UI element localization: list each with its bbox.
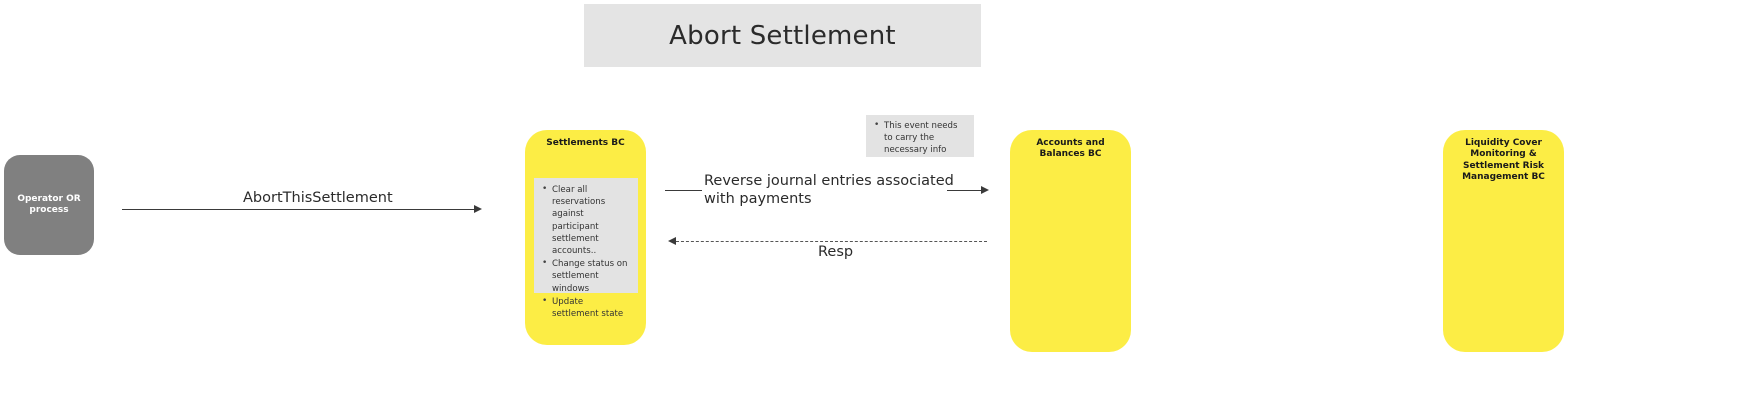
- list-item: Change status on settlement windows: [542, 257, 630, 295]
- actor-operator-or-process[interactable]: Operator OR process: [4, 155, 94, 255]
- list-item: Update settlement state: [542, 295, 630, 320]
- message-line-resp: [676, 241, 987, 242]
- lifeline-accounts-and-balances-bc[interactable]: Accounts and Balances BC: [1010, 130, 1131, 352]
- lifeline-liquidity-cover-monitoring-bc[interactable]: Liquidity Cover Monitoring & Settlement …: [1443, 130, 1564, 352]
- arrow-left-icon: [668, 237, 676, 245]
- arrow-right-icon: [981, 186, 989, 194]
- note-bullet-list: Clear all reservations against participa…: [538, 183, 630, 320]
- message-line-reverse-journal-left: [665, 190, 702, 191]
- list-item: Clear all reservations against participa…: [542, 183, 630, 257]
- note-bullet-list: This event needs to carry the necessary …: [870, 119, 968, 157]
- page-title: Abort Settlement: [669, 20, 896, 51]
- diagram-title-banner: Abort Settlement: [584, 4, 981, 67]
- note-settlements-actions: Clear all reservations against participa…: [534, 178, 638, 319]
- message-label-resp: Resp: [818, 244, 854, 260]
- message-label-abort-this-settlement: AbortThisSettlement: [243, 190, 393, 206]
- message-label-reverse-journal-entries: Reverse journal entries associated with …: [704, 173, 954, 208]
- list-item: This event needs to carry the necessary …: [874, 119, 968, 157]
- message-line-abort-this-settlement: [122, 209, 478, 210]
- note-event-info: This event needs to carry the necessary …: [866, 115, 974, 157]
- actor-label: Operator OR process: [17, 194, 81, 215]
- message-line-reverse-journal-right: [947, 190, 982, 191]
- lifeline-title-settlements: Settlements BC: [546, 138, 625, 148]
- lifeline-title-liquidity: Liquidity Cover Monitoring & Settlement …: [1462, 138, 1545, 182]
- arrow-right-icon: [474, 205, 482, 213]
- lifeline-title-accounts: Accounts and Balances BC: [1036, 138, 1105, 160]
